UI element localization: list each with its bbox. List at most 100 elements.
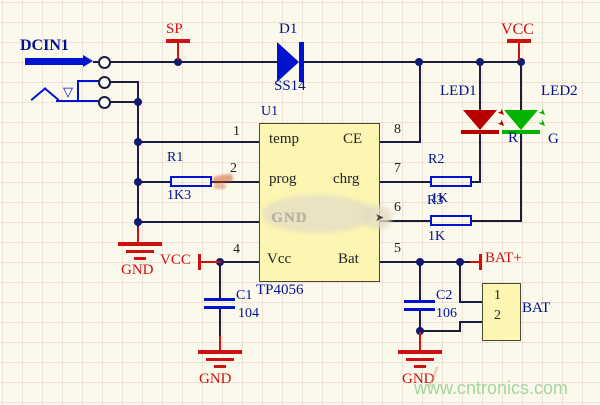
- wire: [137, 81, 139, 227]
- led1-icon: [463, 110, 497, 130]
- wire: [110, 101, 139, 103]
- gnd1-label: GND: [121, 262, 154, 278]
- ic-pin-label-vcc: Vcc: [267, 251, 292, 267]
- c2-plate: [404, 308, 435, 311]
- junction-dot: [476, 58, 484, 66]
- wire: [520, 63, 522, 110]
- junction-dot: [416, 258, 424, 266]
- wire: [520, 133, 522, 222]
- r3-value: 1K: [428, 229, 446, 244]
- dc-jack-pin: [25, 58, 83, 65]
- watermark-smudge: [362, 205, 392, 229]
- led2-pin-label: G: [548, 131, 559, 147]
- c2-plate: [404, 300, 435, 303]
- connector-pad: [98, 96, 111, 109]
- wire: [110, 61, 278, 63]
- bat-connector-body: [482, 283, 521, 341]
- diode-icon: [277, 42, 299, 82]
- testpoint-bar: [166, 39, 190, 43]
- led2-designator: LED2: [541, 83, 578, 99]
- c1-plate: [204, 306, 235, 309]
- gnd3-icon: [398, 350, 442, 354]
- wire: [93, 61, 100, 63]
- gnd2-icon: [206, 358, 234, 361]
- wire: [110, 81, 139, 83]
- bat-pin-1: 1: [494, 288, 501, 303]
- dc-jack-switch-icon: ▽: [63, 85, 73, 100]
- ic-pin-label-bat: Bat: [338, 251, 359, 267]
- wire: [379, 181, 431, 183]
- gnd3-stem: [419, 332, 421, 350]
- bat-pin-2: 2: [494, 308, 501, 323]
- ic-designator: U1: [261, 104, 279, 119]
- pin-number-4: 4: [233, 242, 240, 257]
- diode-cathode-bar: [299, 42, 304, 82]
- testpoint-stem: [177, 43, 179, 60]
- gnd1-icon: [126, 250, 154, 253]
- gnd1-icon: [118, 242, 162, 246]
- connector-designator: DCIN1: [20, 37, 69, 54]
- vcc-mid-wire: [201, 261, 221, 263]
- r2-value: 1K: [431, 191, 449, 206]
- wire: [219, 263, 221, 298]
- gnd2-stem: [219, 336, 221, 350]
- junction-dot: [134, 138, 142, 146]
- r1-value: 1K3: [167, 188, 192, 203]
- gnd3-label: GND: [402, 371, 435, 387]
- junction-dot: [456, 258, 464, 266]
- ic-pin-label-ce: CE: [343, 131, 363, 147]
- c2-designator: C2: [436, 288, 453, 303]
- c1-designator: C1: [236, 288, 253, 303]
- wire: [419, 330, 461, 332]
- bat-plus-wire: [470, 261, 481, 263]
- junction-dot: [134, 98, 142, 106]
- wire: [459, 321, 461, 332]
- gnd2-icon: [198, 350, 242, 354]
- wire: [379, 141, 421, 143]
- wire: [138, 221, 259, 223]
- pin-number-6: 6: [394, 200, 401, 215]
- ic-pin-label-temp: temp: [269, 131, 299, 147]
- connector-pad: [98, 76, 111, 89]
- wire: [459, 262, 461, 303]
- wire: [304, 61, 523, 63]
- wire: [470, 181, 481, 183]
- watermark-smear: [214, 184, 226, 189]
- r1-designator: R1: [167, 150, 184, 165]
- bat-designator: BAT: [522, 300, 551, 316]
- wire: [479, 63, 481, 110]
- led1-pin-label: R: [508, 130, 519, 146]
- junction-dot: [517, 58, 525, 66]
- diode-value: SS14: [274, 78, 306, 94]
- dc-jack-spring: [43, 87, 60, 101]
- gnd3-icon: [406, 358, 434, 361]
- dc-jack-pin-tip: [83, 55, 93, 67]
- c1-value: 104: [238, 306, 259, 321]
- watermark-text: www.cntronics.com: [414, 378, 569, 398]
- r1-body: [170, 176, 212, 187]
- bat-plus-bar: [479, 254, 482, 270]
- wire: [379, 220, 431, 222]
- junction-dot: [134, 218, 142, 226]
- wire: [219, 309, 221, 336]
- pin-number-5: 5: [394, 241, 401, 256]
- junction-dot: [134, 178, 142, 186]
- vcc-mid-label: VCC: [160, 252, 191, 268]
- vcc-flag-label: VCC: [501, 21, 534, 38]
- r3-body: [430, 215, 472, 226]
- c1-plate: [204, 298, 235, 301]
- junction-dot: [174, 58, 182, 66]
- wire: [470, 220, 521, 222]
- bat-plus-label: BAT+: [485, 250, 522, 266]
- vcc-mid-bar: [198, 254, 201, 270]
- wire: [419, 63, 421, 142]
- pin-number-2: 2: [230, 161, 237, 176]
- wire: [419, 311, 421, 332]
- watermark-pen-mark: ➤: [375, 211, 385, 224]
- wire: [379, 261, 472, 263]
- pin-number-8: 8: [394, 122, 401, 137]
- gnd2-label: GND: [199, 371, 232, 387]
- wire: [419, 263, 421, 300]
- r2-body: [430, 176, 472, 187]
